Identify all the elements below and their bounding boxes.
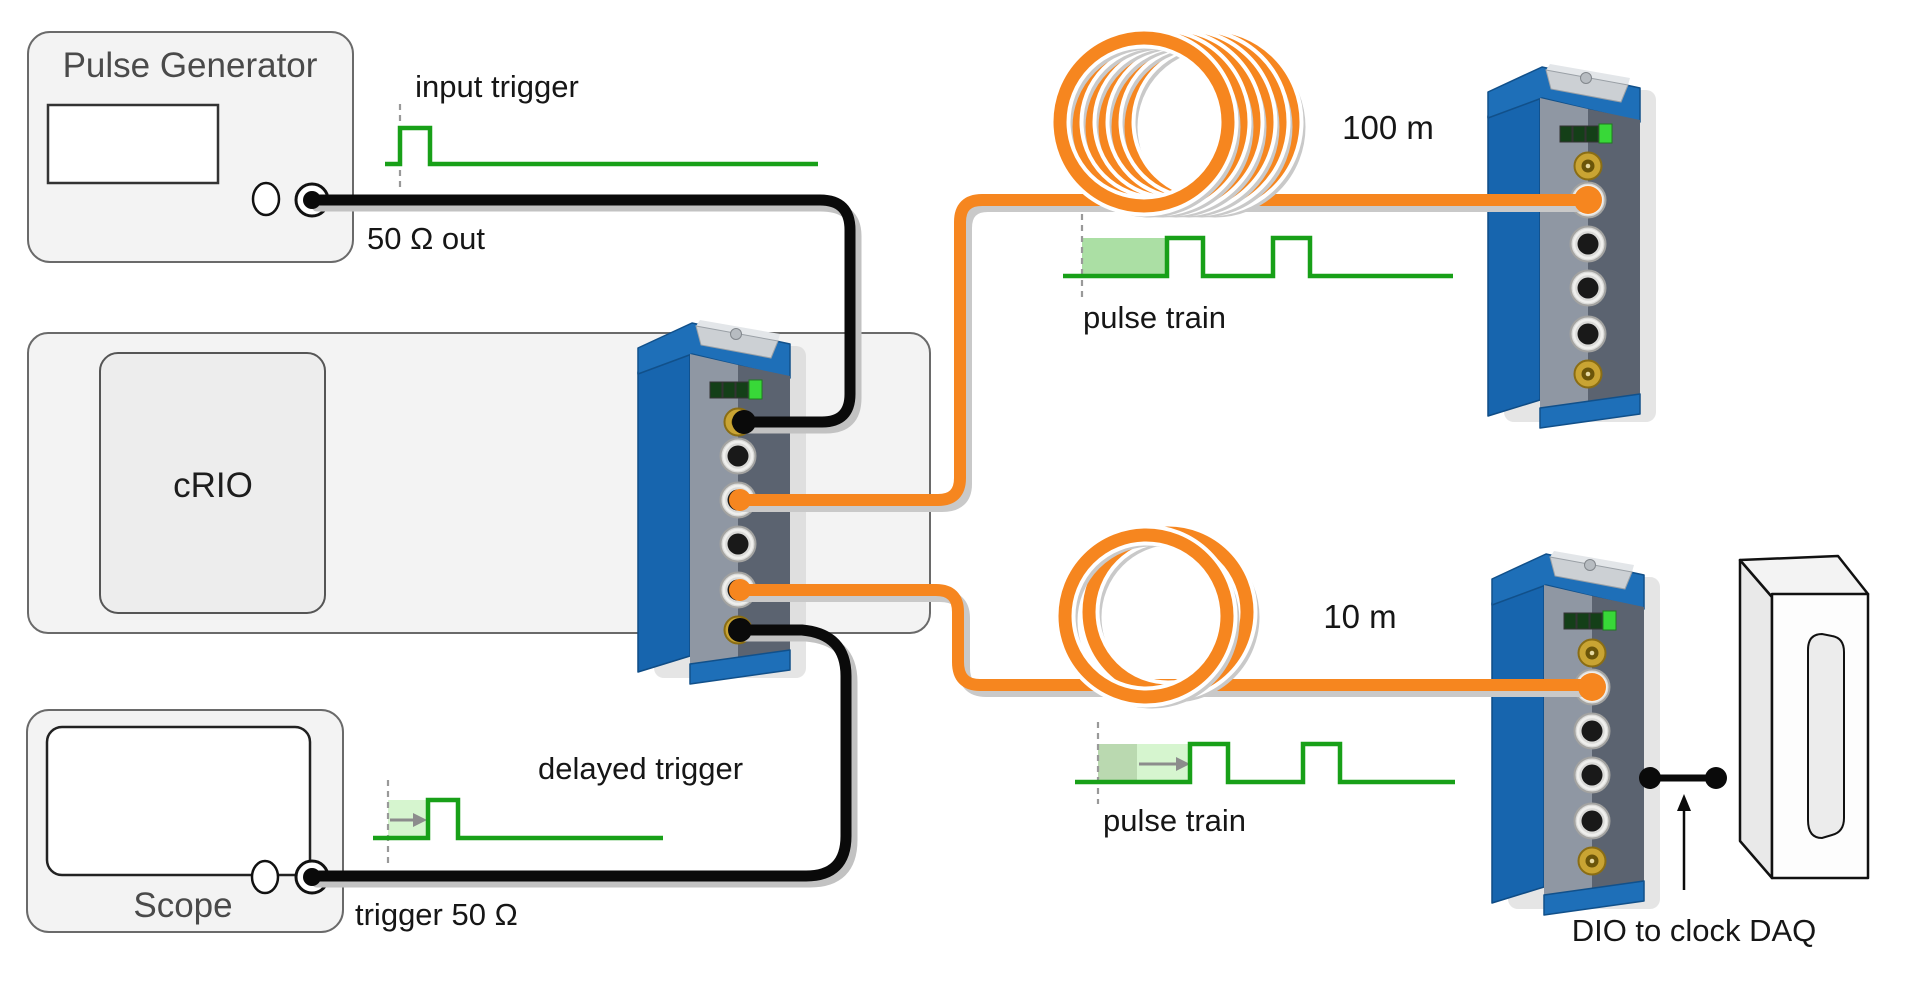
sync-module-remote-10m <box>1490 549 1662 917</box>
pulse-generator-knob-icon <box>251 181 281 217</box>
bnc-pin-icon <box>303 868 321 886</box>
delay-shade-short <box>1098 744 1137 782</box>
label-pulse-train-10m: pulse train <box>1103 803 1246 838</box>
coax-cable-trigger-in <box>306 194 856 428</box>
coax-cable-delayed-out <box>306 624 852 882</box>
delay-arrowhead-icon <box>1176 757 1190 771</box>
label-fiber-10m: 10 m <box>1323 598 1396 635</box>
sync-module-remote-100m <box>1486 62 1658 430</box>
waveform-pulse-train-100m: pulse train <box>1063 214 1453 335</box>
label-fiber-100m: 100 m <box>1342 109 1434 146</box>
scope-title: Scope <box>133 886 232 925</box>
crio-controller-box <box>99 352 326 614</box>
pulse-generator-title: Pulse Generator <box>63 46 318 85</box>
scope-screen <box>45 725 312 877</box>
scope-device: Scope <box>26 709 344 933</box>
pulse-train-trace <box>1063 235 1453 279</box>
scope-knob-icon <box>250 859 280 895</box>
input-trigger-trace <box>385 125 818 167</box>
fiber-spool-100m <box>1049 27 1306 218</box>
label-delayed-trigger: delayed trigger <box>538 751 743 786</box>
label-dio-to-clock-daq: DIO to clock DAQ <box>1572 913 1817 948</box>
delay-arrowhead-icon <box>413 813 427 827</box>
label-input-trigger: input trigger <box>415 69 579 104</box>
waveform-pulse-train-10m: pulse train <box>1075 722 1455 838</box>
cable-end-icon <box>728 618 752 642</box>
dio-terminal-icon <box>1705 767 1727 789</box>
delayed-trigger-trace <box>373 797 663 841</box>
dio-link: DIO to clock DAQ <box>1572 767 1817 948</box>
fiber-link-10m <box>732 584 1598 691</box>
daq-left-face <box>1738 558 1774 880</box>
fiber-end-icon <box>1578 673 1606 701</box>
label-50ohm-out: 50 Ω out <box>367 221 485 256</box>
label-trigger-50ohm: trigger 50 Ω <box>355 897 518 932</box>
pulse-generator-display <box>46 103 220 185</box>
fiber-end-icon <box>1574 186 1602 214</box>
dsub-connector-icon <box>1807 632 1845 840</box>
pulse-generator-device: Pulse Generator <box>27 31 354 263</box>
fiber-end-icon <box>729 579 751 601</box>
crio-label: cRIO <box>173 466 253 505</box>
cable-end-icon <box>732 410 756 434</box>
annotation-arrowhead-icon <box>1677 794 1691 811</box>
pulse-train-trace <box>1075 741 1455 785</box>
label-pulse-train-100m: pulse train <box>1083 300 1226 335</box>
daq-device <box>1738 554 1870 880</box>
fiber-end-icon <box>729 489 751 511</box>
waveform-input-trigger: input trigger <box>385 69 818 188</box>
delay-shade <box>1082 238 1167 276</box>
dio-terminal-icon <box>1639 767 1661 789</box>
fiber-spool-10m <box>1054 522 1260 709</box>
fiber-link-100m <box>732 194 1594 506</box>
bnc-pin-icon <box>303 191 321 209</box>
waveform-delayed-trigger: delayed trigger <box>373 751 743 864</box>
